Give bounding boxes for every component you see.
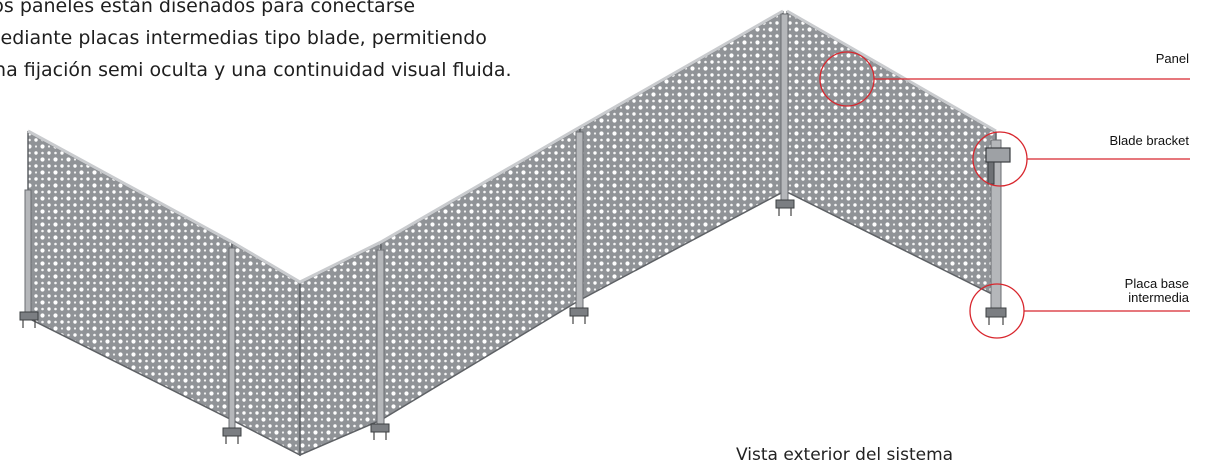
label-base-plate: Placa base intermedia	[1125, 277, 1189, 305]
description-line-1: Los paneles están diseñados para conecta…	[0, 0, 416, 17]
figure-caption: Vista exterior del sistema	[736, 445, 954, 465]
post-2	[228, 247, 236, 434]
anchor-bolts	[22, 208, 1004, 444]
panel-1	[27, 130, 233, 422]
description-text: Los paneles están diseñados para conecta…	[0, 0, 622, 86]
panel-4	[380, 126, 581, 422]
post-5	[780, 13, 789, 205]
blade-bracket-part	[985, 147, 1011, 185]
panel-5	[579, 10, 784, 302]
panel-6	[786, 10, 997, 298]
post-3	[376, 249, 385, 429]
base-plate-5	[775, 199, 795, 209]
label-blade-bracket: Blade bracket	[1109, 133, 1190, 148]
post-4	[575, 131, 584, 313]
base-plates	[19, 199, 1007, 437]
callouts	[819, 51, 1190, 339]
label-base-plate-line-1: Placa base	[1124, 276, 1189, 291]
label-panel: Panel	[1155, 51, 1189, 66]
description-line-2: mediante placas intermedias tipo blade, …	[0, 27, 487, 49]
base-plate-1	[19, 311, 39, 321]
base-plate-2	[222, 427, 242, 437]
base-plate-6	[985, 307, 1007, 318]
base-plate-4	[569, 307, 589, 317]
description-line-3: una fijación semi oculta y una continuid…	[0, 59, 512, 81]
post-1	[24, 189, 32, 316]
base-plate-3	[370, 423, 390, 433]
top-rails	[27, 9, 997, 284]
fence-panels	[27, 10, 997, 457]
label-base-plate-line-2: intermedia	[1128, 290, 1189, 305]
